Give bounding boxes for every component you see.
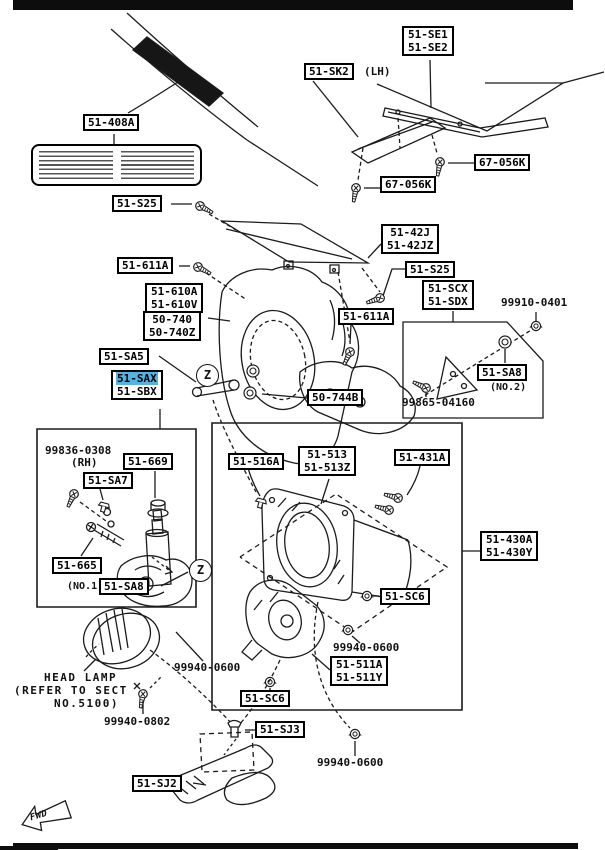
part-box-51-sa8-no1[interactable]: 51-SA8 xyxy=(99,578,149,595)
note-no2: (NO.2) xyxy=(490,382,527,393)
part-row-51-513z[interactable]: 51-513Z xyxy=(304,461,351,474)
part-row-51-42j[interactable]: 51-42J xyxy=(390,226,431,239)
caution-text-column xyxy=(39,151,113,179)
part-row-51-430a[interactable]: 51-430A xyxy=(486,533,533,546)
part-box-51-611a-right[interactable]: 51-611A xyxy=(338,308,395,325)
part-box-51-scx: 51-SCX 51-SDX xyxy=(422,280,474,310)
part-row-51-511a[interactable]: 51-511A xyxy=(336,658,383,671)
note-head-lamp-line2: (REFER TO SECT xyxy=(14,684,128,697)
bottom-border-stub xyxy=(0,846,58,850)
part-row-50-740[interactable]: 50-740 xyxy=(152,313,193,326)
part-box-51-610: 51-610A 51-610V xyxy=(145,283,204,313)
note-lh: (LH) xyxy=(364,65,391,78)
part-box-51-611a-left[interactable]: 51-611A xyxy=(117,257,174,274)
part-box-51-408a[interactable]: 51-408A xyxy=(83,114,140,131)
part-box-51-42j: 51-42J 51-42JZ xyxy=(381,224,440,254)
caution-label xyxy=(31,144,202,186)
part-row-51-sbx[interactable]: 51-SBX xyxy=(117,385,157,398)
z-marker-upper: Z xyxy=(196,364,219,387)
caution-text-column xyxy=(120,151,194,179)
part-row-51-se1[interactable]: 51-SE1 xyxy=(408,28,448,41)
part-row-51-610a[interactable]: 51-610A xyxy=(151,285,198,298)
part-box-51-516a[interactable]: 51-516A xyxy=(228,453,285,470)
part-box-50-744b[interactable]: 50-744B xyxy=(307,389,364,406)
part-box-51-sa5[interactable]: 51-SA5 xyxy=(99,348,149,365)
part-box-51-511: 51-511A 51-511Y xyxy=(330,656,389,686)
part-box-51-669[interactable]: 51-669 xyxy=(123,453,173,470)
part-row-51-scx[interactable]: 51-SCX xyxy=(428,282,468,295)
note-head-lamp-line3: NO.5100) xyxy=(54,697,119,710)
part-row-51-511y[interactable]: 51-511Y xyxy=(336,671,383,684)
part-box-51-513: 51-513 51-513Z xyxy=(298,446,357,476)
note-head-lamp-line1: HEAD LAMP xyxy=(44,671,118,684)
part-box-67-056k-right[interactable]: 67-056K xyxy=(474,154,531,171)
part-box-51-431a[interactable]: 51-431A xyxy=(394,449,451,466)
part-row-51-610v[interactable]: 51-610V xyxy=(151,298,198,311)
note-rh: (RH) xyxy=(71,456,98,469)
part-box-51-sc6-top[interactable]: 51-SC6 xyxy=(380,588,430,605)
callout-99940-0600-right: 99940-0600 xyxy=(333,641,400,654)
part-row-50-740z[interactable]: 50-740Z xyxy=(149,326,196,339)
part-box-51-sc6-bottom[interactable]: 51-SC6 xyxy=(240,690,290,707)
callout-99836-0308: 99836-0308 xyxy=(45,444,112,457)
part-row-51-42jz[interactable]: 51-42JZ xyxy=(387,239,434,252)
part-box-51-430: 51-430A 51-430Y xyxy=(480,531,539,561)
callout-99940-0600-bottom: 99940-0600 xyxy=(317,756,384,769)
part-row-51-430y[interactable]: 51-430Y xyxy=(486,546,533,559)
part-box-67-056k-left[interactable]: 67-056K xyxy=(380,176,437,193)
part-box-51-se: 51-SE1 51-SE2 xyxy=(402,26,454,56)
part-box-50-740: 50-740 50-740Z xyxy=(143,311,202,341)
part-box-51-sj2[interactable]: 51-SJ2 xyxy=(132,775,182,792)
callout-99940-0802: 99940-0802 xyxy=(104,715,171,728)
callout-99940-0600-left: 99940-0600 xyxy=(174,661,241,674)
bottom-border-bar xyxy=(13,843,578,849)
part-row-51-513[interactable]: 51-513 xyxy=(307,448,348,461)
callout-99865-04160: 99865-04160 xyxy=(402,396,475,409)
callout-99910-0401: 99910-0401 xyxy=(501,296,568,309)
z-marker-lower: Z xyxy=(189,559,212,582)
part-row-51-se2[interactable]: 51-SE2 xyxy=(408,41,448,54)
part-box-51-sax: 51-SAX 51-SBX xyxy=(111,370,163,400)
part-box-51-665[interactable]: 51-665 xyxy=(52,557,102,574)
note-no1: (NO.1) xyxy=(67,581,104,592)
part-box-51-sk2[interactable]: 51-SK2 xyxy=(304,63,354,80)
part-box-51-sa7[interactable]: 51-SA7 xyxy=(83,472,133,489)
part-box-51-sj3[interactable]: 51-SJ3 xyxy=(255,721,305,738)
part-box-51-s25-mid[interactable]: 51-S25 xyxy=(405,261,455,278)
top-border-bar xyxy=(13,0,573,10)
part-box-51-s25-top[interactable]: 51-S25 xyxy=(112,195,162,212)
part-box-51-sa8-no2[interactable]: 51-SA8 xyxy=(477,364,527,381)
part-row-51-sax-selected[interactable]: 51-SAX xyxy=(116,372,158,385)
part-row-51-sdx[interactable]: 51-SDX xyxy=(428,295,468,308)
